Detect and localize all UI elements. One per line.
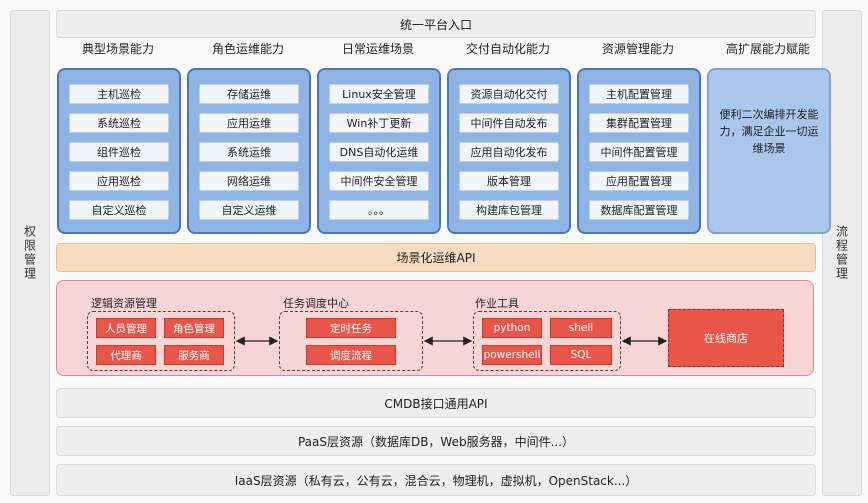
shell-tool-box: shell (550, 318, 612, 338)
capability-item: 中间件自动发布 (459, 113, 559, 133)
capability-item: 应用运维 (199, 113, 299, 133)
powershell-tool-box: powershell (482, 345, 542, 365)
sql-tool-box: SQL (550, 345, 612, 365)
capability-item: 自定义运维 (199, 200, 299, 220)
capability-item: 网络运维 (199, 171, 299, 191)
column-title-daily-ops: 日常运维场景 (341, 42, 414, 56)
paas-layer-bar: PaaS层资源（数据库DB，Web服务器，中间件...） (56, 426, 816, 456)
scenario-api-bar: 场景化运维API (56, 243, 816, 272)
extension-description: 便利二次编排开发能力，满足企业一切运维场景 (719, 108, 819, 155)
scenario-api-label: 场景化运维API (396, 251, 476, 265)
process-management-label: 流程管理 (834, 225, 849, 281)
permission-management-label: 权限管理 (22, 225, 37, 281)
logic-resource-group: 人员管理 角色管理 代理商 服务商 (87, 311, 235, 371)
cmdb-api-label: CMDB接口通用API (384, 396, 488, 411)
iaas-layer-label: IaaS层资源（私有云，公有云，混合云，物理机，虚拟机，OpenStack...… (234, 473, 638, 488)
capability-item: DNS自动化运维 (329, 142, 429, 162)
capability-item: 中间件配置管理 (589, 142, 689, 162)
agent-box: 代理商 (96, 345, 156, 365)
cmdb-api-bar: CMDB接口通用API (56, 388, 816, 418)
paas-layer-label: PaaS层资源（数据库DB，Web服务器，中间件...） (297, 434, 575, 449)
capability-item: 资源自动化交付 (459, 84, 559, 104)
scheduled-task-box: 定时任务 (306, 318, 396, 338)
capability-item: 应用配置管理 (589, 171, 689, 191)
role-management-box: 角色管理 (164, 318, 224, 338)
resource-management-panel: 主机配置管理 集群配置管理 中间件配置管理 应用配置管理 数据库配置管理 (577, 68, 701, 234)
column-title-typical-scenario: 典型场景能力 (81, 42, 154, 56)
logic-resource-title: 逻辑资源管理 (91, 297, 157, 310)
capability-item: 系统巡检 (69, 113, 169, 133)
capability-item: 主机配置管理 (589, 84, 689, 104)
personnel-management-box: 人员管理 (96, 318, 156, 338)
typical-scenario-panel: 主机巡检 系统巡检 组件巡检 应用巡检 自定义巡检 (57, 68, 181, 234)
python-tool-box: python (482, 318, 542, 338)
daily-ops-panel: Linux安全管理 Win补丁更新 DNS自动化运维 中间件安全管理 。。。 (317, 68, 441, 234)
connector-arrows (235, 336, 668, 346)
capability-item: 存储运维 (199, 84, 299, 104)
online-store-box: 在线商店 (668, 309, 784, 367)
capability-item: 自定义巡检 (69, 200, 169, 220)
iaas-layer-bar: IaaS层资源（私有云，公有云，混合云，物理机，虚拟机，OpenStack...… (56, 464, 816, 496)
task-scheduler-group: 定时任务 调度流程 (279, 311, 423, 371)
ellipsis-item: 。。。 (329, 200, 429, 220)
capability-item: 集群配置管理 (589, 113, 689, 133)
core-services-panel: 逻辑资源管理 人员管理 角色管理 代理商 服务商 任务调度中心 定时任务 调度流… (56, 280, 814, 376)
capability-item: 版本管理 (459, 171, 559, 191)
capability-item: Win补丁更新 (329, 113, 429, 133)
column-title-role-ops: 角色运维能力 (211, 42, 284, 56)
column-title-delivery-automation: 交付自动化能力 (465, 42, 550, 56)
capability-item: 系统运维 (199, 142, 299, 162)
delivery-automation-panel: 资源自动化交付 中间件自动发布 应用自动化发布 版本管理 构建库包管理 (447, 68, 571, 234)
role-ops-panel: 存储运维 应用运维 系统运维 网络运维 自定义运维 (187, 68, 311, 234)
scheduling-flow-box: 调度流程 (306, 345, 396, 365)
capability-item: 组件巡检 (69, 142, 169, 162)
unified-platform-entry-label: 统一平台入口 (399, 17, 472, 32)
column-title-extension: 高扩展能力赋能 (725, 42, 810, 56)
capability-item: 数据库配置管理 (589, 200, 689, 220)
capability-item: 应用自动化发布 (459, 142, 559, 162)
task-scheduler-title: 任务调度中心 (283, 297, 349, 310)
capability-item: 主机巡检 (69, 84, 169, 104)
unified-platform-entry: 统一平台入口 (56, 10, 816, 38)
capability-item: 应用巡检 (69, 171, 169, 191)
service-provider-box: 服务商 (164, 345, 224, 365)
job-tools-group: python shell powershell SQL (473, 311, 621, 371)
extension-panel: 便利二次编排开发能力，满足企业一切运维场景 (707, 68, 831, 234)
capability-item: 构建库包管理 (459, 200, 559, 220)
capability-item: 中间件安全管理 (329, 171, 429, 191)
capability-item: Linux安全管理 (329, 84, 429, 104)
job-tools-title: 作业工具 (475, 297, 519, 310)
column-title-resource-management: 资源管理能力 (601, 42, 674, 56)
permission-management-bar: 权限管理 (10, 10, 50, 496)
